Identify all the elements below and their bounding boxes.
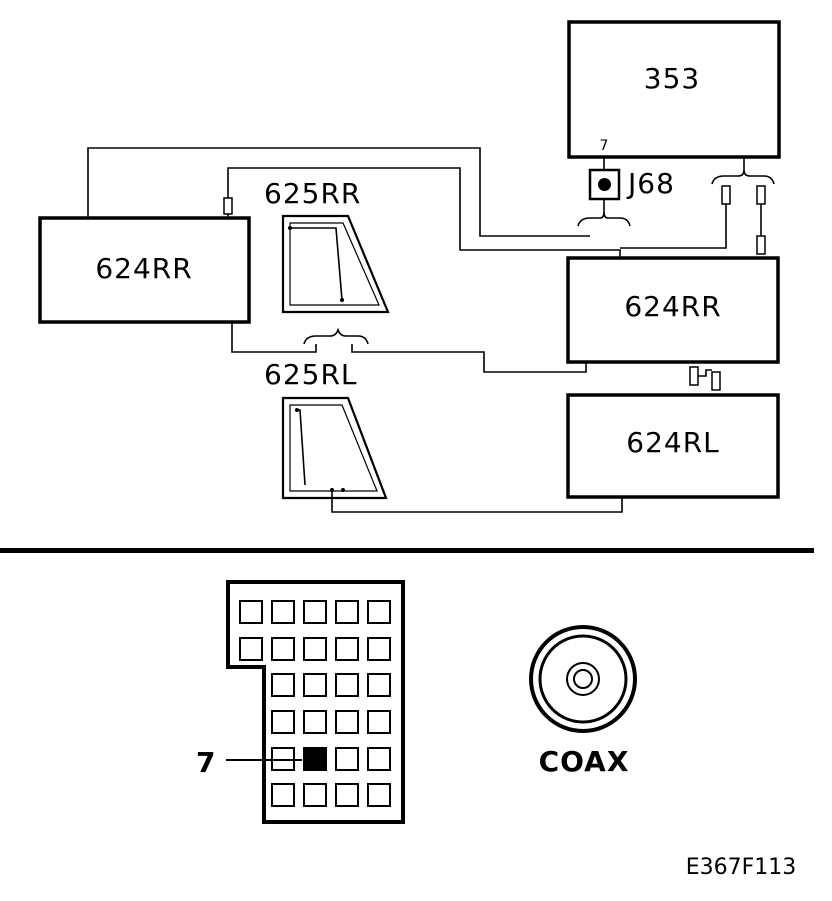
jack-j68-label: J68 xyxy=(626,167,675,200)
section-divider xyxy=(0,548,814,553)
connector-pin xyxy=(271,710,295,734)
coax-connector: COAX xyxy=(529,625,637,778)
connector-pin xyxy=(303,673,327,697)
right-amplifier-rr: 624RR xyxy=(566,256,780,364)
window-antenna-rr: 625RR xyxy=(264,177,390,314)
pin-7-top-label: 7 xyxy=(600,138,609,154)
connector-pin xyxy=(335,637,359,661)
connector-pin xyxy=(367,673,391,697)
connector-pin xyxy=(303,600,327,624)
right-amplifier-rl-label: 624RL xyxy=(626,426,720,459)
connector-pin xyxy=(335,747,359,771)
unit-353: 353 xyxy=(567,20,781,159)
connector-pin xyxy=(239,637,263,661)
connector-pin xyxy=(367,747,391,771)
connector-pin xyxy=(271,637,295,661)
window-antenna-rl: 625RL xyxy=(264,358,388,500)
connector-pin xyxy=(367,637,391,661)
connector-pin-highlighted xyxy=(303,747,327,771)
connector-pin xyxy=(303,637,327,661)
right-amplifier-rl: 624RL xyxy=(566,393,780,499)
connector-pins xyxy=(239,600,391,807)
window-antenna-rr-label: 625RR xyxy=(264,177,361,210)
connector-pin xyxy=(271,673,295,697)
connector-pin xyxy=(335,600,359,624)
left-amplifier: 624RR xyxy=(38,216,251,324)
right-amplifier-rr-label: 624RR xyxy=(624,290,721,323)
connector-pin xyxy=(367,783,391,807)
unit-353-label: 353 xyxy=(644,62,700,95)
connector-pin xyxy=(335,710,359,734)
jack-j68: 7 J68 xyxy=(588,138,675,212)
connector-pin xyxy=(303,783,327,807)
connector-pin xyxy=(271,783,295,807)
connector-pin xyxy=(335,673,359,697)
figure-id: E367F113 xyxy=(686,855,797,880)
left-amplifier-label: 624RR xyxy=(95,252,192,285)
coax-label: COAX xyxy=(539,745,630,778)
connector-pin xyxy=(303,710,327,734)
connector-pin xyxy=(335,783,359,807)
connector-pin xyxy=(271,600,295,624)
window-antenna-rl-label: 625RL xyxy=(264,358,358,391)
pin-7-callout-label: 7 xyxy=(196,746,216,779)
connector-pin xyxy=(367,600,391,624)
connector-pin xyxy=(367,710,391,734)
wiring xyxy=(87,147,775,513)
connector-pin xyxy=(239,600,263,624)
connector-face: 7 xyxy=(196,580,405,824)
